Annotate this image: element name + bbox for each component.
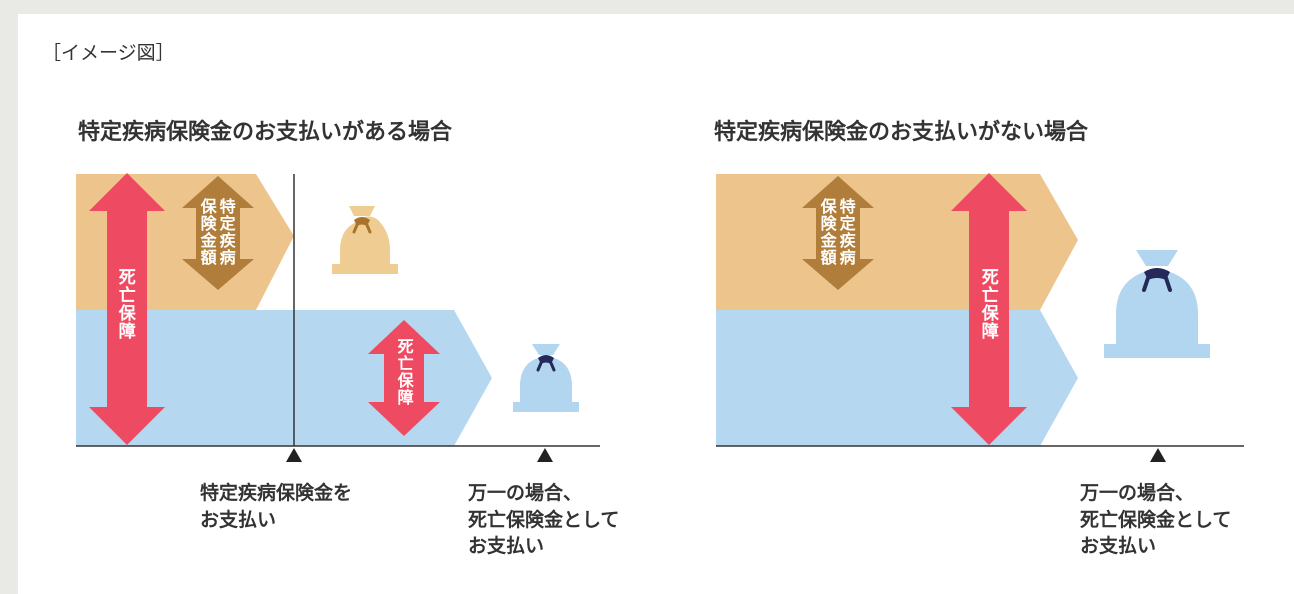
caption-line: 特定疾病保険金を xyxy=(200,482,353,504)
right-disease-benefit-label-col2: 保険金額 xyxy=(817,198,837,266)
caption-line: お支払い xyxy=(1080,535,1157,558)
caption-line: 万一の場合、 xyxy=(468,482,583,504)
right-caption-death-payment: 万一の場合、 死亡保険金として お支払い xyxy=(1080,480,1231,560)
right-disease-benefit-arrow xyxy=(802,176,874,290)
diagram-graphics xyxy=(76,173,1244,462)
right-disease-band xyxy=(716,174,1078,310)
diagram-card: ［イメージ図］ 特定疾病保険金のお支払いがある場合 特定疾病保険金のお支払いがな… xyxy=(18,14,1294,594)
left-caption-death-payment: 万一の場合、 死亡保険金として お支払い xyxy=(468,480,619,560)
left-death-coverage-label: 死亡保障 xyxy=(114,268,135,340)
left-disease-benefit-label-col1: 特定疾病 xyxy=(216,198,236,266)
left-marker-disease-payment xyxy=(286,448,302,462)
caption-line: 死亡保険金として xyxy=(468,508,620,531)
right-panel-title: 特定疾病保険金のお支払いがない場合 xyxy=(714,120,1089,145)
left-disease-benefit-arrow xyxy=(182,176,254,290)
image-label: ［イメージ図］ xyxy=(42,42,175,64)
left-death-coverage-after-arrow xyxy=(368,320,440,436)
caption-line: お支払い xyxy=(200,508,277,531)
right-death-coverage-arrow xyxy=(951,173,1027,445)
left-death-coverage-arrow xyxy=(89,173,165,445)
left-caption-disease-payment: 特定疾病保険金を お支払い xyxy=(200,480,352,533)
caption-line: 死亡保険金として xyxy=(1080,508,1232,531)
left-death-coverage-after-label: 死亡保障 xyxy=(394,338,414,406)
right-death-band xyxy=(716,310,1078,446)
left-panel-title: 特定疾病保険金のお支払いがある場合 xyxy=(78,120,453,145)
left-disease-benefit-label-col2: 保険金額 xyxy=(197,198,217,266)
caption-line: 万一の場合、 xyxy=(1080,482,1195,504)
left-death-money-bag-icon xyxy=(513,344,579,412)
caption-line: お支払い xyxy=(468,535,545,558)
right-disease-benefit-label-col1: 特定疾病 xyxy=(836,198,856,266)
right-death-coverage-label: 死亡保障 xyxy=(977,268,998,340)
right-death-money-bag-icon xyxy=(1104,250,1210,358)
right-marker-death-payment xyxy=(1150,448,1166,462)
left-marker-death-payment xyxy=(537,448,553,462)
left-disease-money-bag-icon xyxy=(332,206,398,274)
